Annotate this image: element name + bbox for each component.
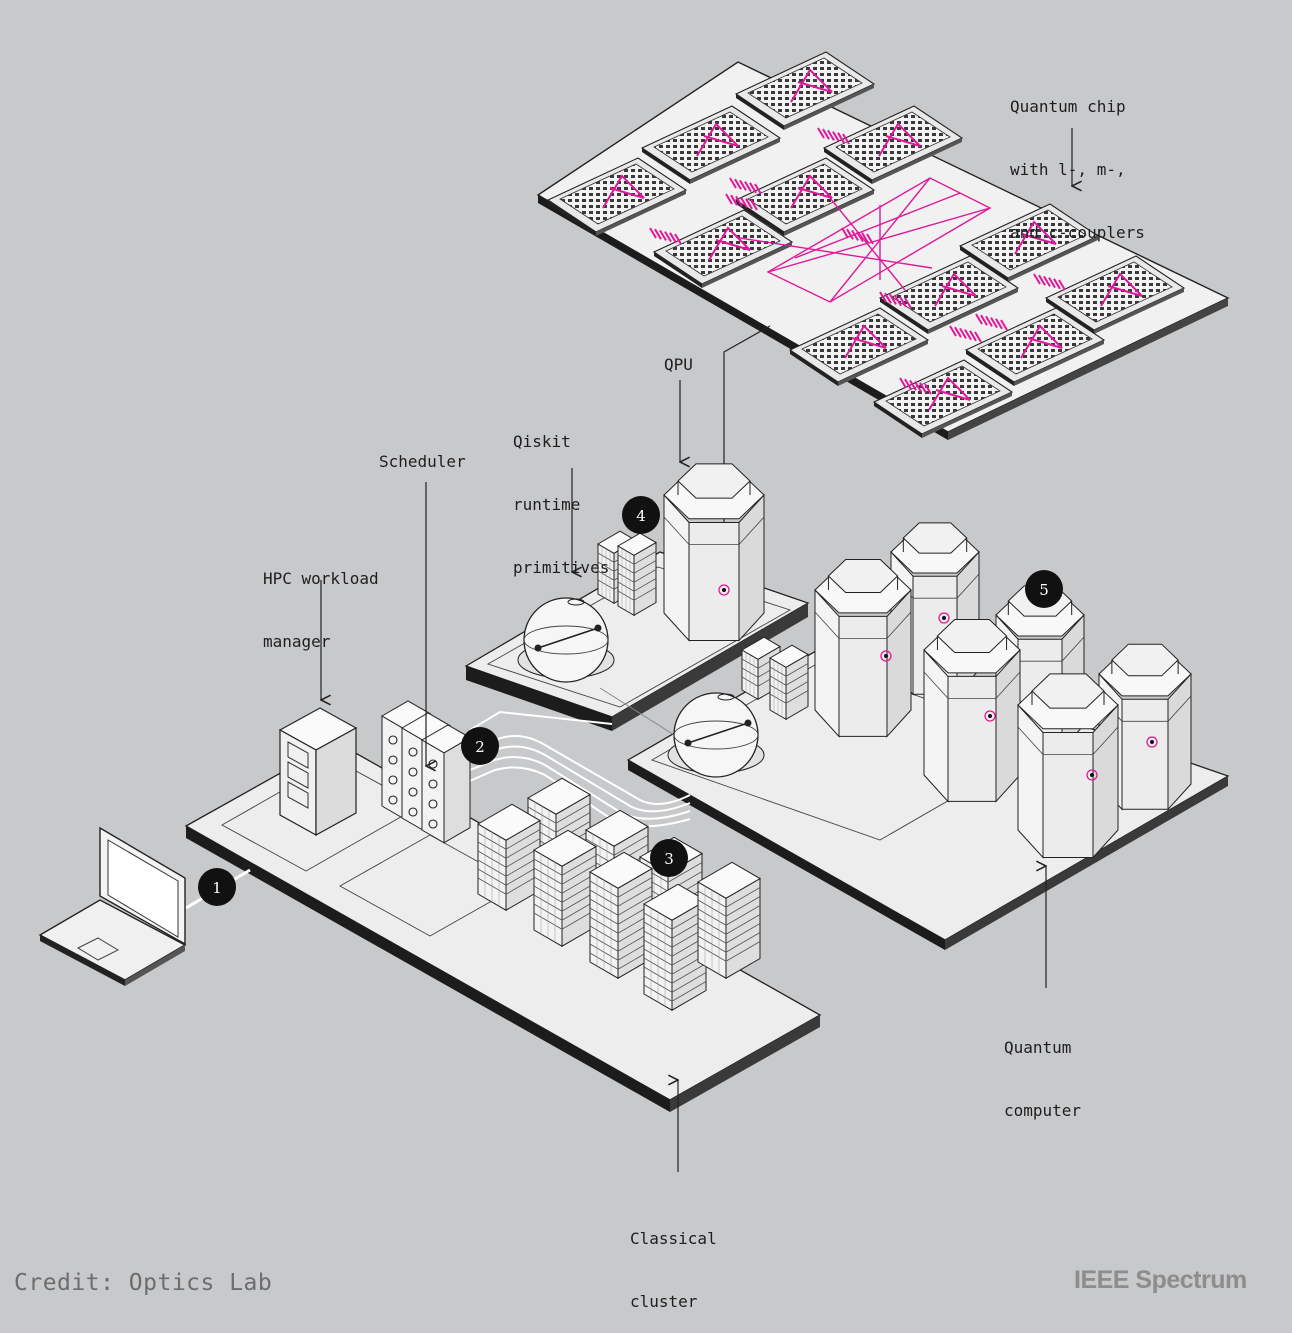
coupler-stripes — [1033, 273, 1066, 291]
chip-tile — [734, 51, 876, 130]
chip-tile — [1044, 255, 1186, 334]
chip-tile — [958, 203, 1100, 282]
step-badge-2: 2 — [461, 727, 499, 765]
step-badge-3: 3 — [650, 839, 688, 877]
hpc-label-line: HPC workload — [263, 569, 379, 588]
chip-tile — [734, 157, 876, 236]
cryostat-unit — [923, 619, 1021, 803]
scheduler-label: Scheduler — [379, 452, 466, 471]
quantum-computer-label: Quantum computer — [1004, 995, 1081, 1142]
step-badge-1: 1 — [198, 868, 236, 906]
sphere-unit — [667, 692, 765, 778]
chip-tile — [878, 255, 1020, 334]
coupler-stripes — [899, 377, 932, 395]
server-tower-icon — [278, 707, 358, 837]
step-badge-5: 5 — [1025, 570, 1063, 608]
qiskit-label-line: runtime — [513, 495, 581, 514]
chip-tile — [546, 157, 688, 236]
cluster-rack-unit — [697, 861, 761, 980]
classical-cluster-label-line: cluster — [630, 1292, 698, 1311]
qpu-side-racks — [597, 530, 809, 721]
qiskit-label: Qiskit runtime primitives — [513, 389, 609, 599]
chip-tile — [822, 105, 964, 184]
coupler-stripes — [949, 325, 982, 343]
quantum-chip-label-line: and c-couplers — [1010, 223, 1145, 242]
cluster-rack-unit — [533, 829, 597, 948]
coupler-stripes — [725, 193, 758, 211]
classical-cluster-platform — [184, 741, 822, 1112]
quantum-chip-label-line: Quantum chip — [1010, 97, 1126, 116]
cryostat-unit — [814, 559, 912, 738]
hpc-label: HPC workload manager — [263, 526, 379, 673]
quantum-chip-label: Quantum chip with l-, m-, and c-couplers — [1010, 54, 1145, 264]
step-badge-3-label: 3 — [664, 850, 674, 868]
scheduler-rack-icon — [381, 700, 471, 844]
qpu-label: QPU — [664, 355, 693, 374]
small-rack-unit — [769, 644, 809, 721]
small-rack-unit — [617, 532, 657, 617]
diagram-canvas: 1 2 3 4 5 Quantum chip with l-, m-, and … — [14, 51, 1247, 1311]
diagram-svg: 1 2 3 4 5 — [38, 51, 1230, 1172]
step-badge-5-label: 5 — [1039, 581, 1049, 599]
credit-text: Credit: Optics Lab — [14, 1270, 273, 1296]
cluster-rack-unit — [477, 803, 541, 912]
quantum-computer-label-line: Quantum — [1004, 1038, 1072, 1057]
coupler-stripes — [841, 227, 874, 245]
coupler-stripes — [975, 313, 1008, 331]
sphere-unit — [517, 597, 615, 683]
chip-tile — [788, 307, 930, 386]
qiskit-label-line: primitives — [513, 558, 610, 577]
coupler-stripes — [817, 127, 850, 145]
qiskit-label-line: Qiskit — [513, 432, 571, 451]
cluster-rack-unit — [643, 883, 707, 1012]
coupler-stripes — [729, 177, 762, 195]
step-badge-2-label: 2 — [475, 738, 485, 756]
chip-tile — [652, 209, 794, 288]
sphere-icon — [517, 597, 765, 778]
step-badge-1-label: 1 — [212, 879, 222, 897]
quantum-chip-label-line: with l-, m-, — [1010, 160, 1126, 179]
quantum-chip-icon — [536, 51, 1230, 440]
classical-cluster-label-line: Classical — [630, 1229, 717, 1248]
chip-tile — [964, 307, 1106, 386]
coupler-stripes — [649, 227, 682, 245]
brand-logo: IEEE Spectrum — [1074, 1266, 1247, 1294]
laptop-icon — [38, 826, 187, 986]
chip-tile — [640, 105, 782, 184]
chip-tile — [872, 359, 1014, 438]
cluster-rack-unit — [589, 851, 653, 980]
step-badge-4: 4 — [622, 496, 660, 534]
quantum-computer-label-line: computer — [1004, 1101, 1082, 1120]
cryostat-unit — [663, 463, 765, 642]
cryostat-unit — [1017, 673, 1119, 859]
coupler-stripes — [879, 291, 912, 309]
qpu-cryostat-icon — [663, 463, 1192, 859]
hpc-label-line: manager — [263, 632, 331, 651]
classical-cluster-label: Classical cluster — [630, 1186, 717, 1333]
leader-arrows — [321, 128, 1072, 1172]
step-badge-4-label: 4 — [636, 507, 646, 525]
